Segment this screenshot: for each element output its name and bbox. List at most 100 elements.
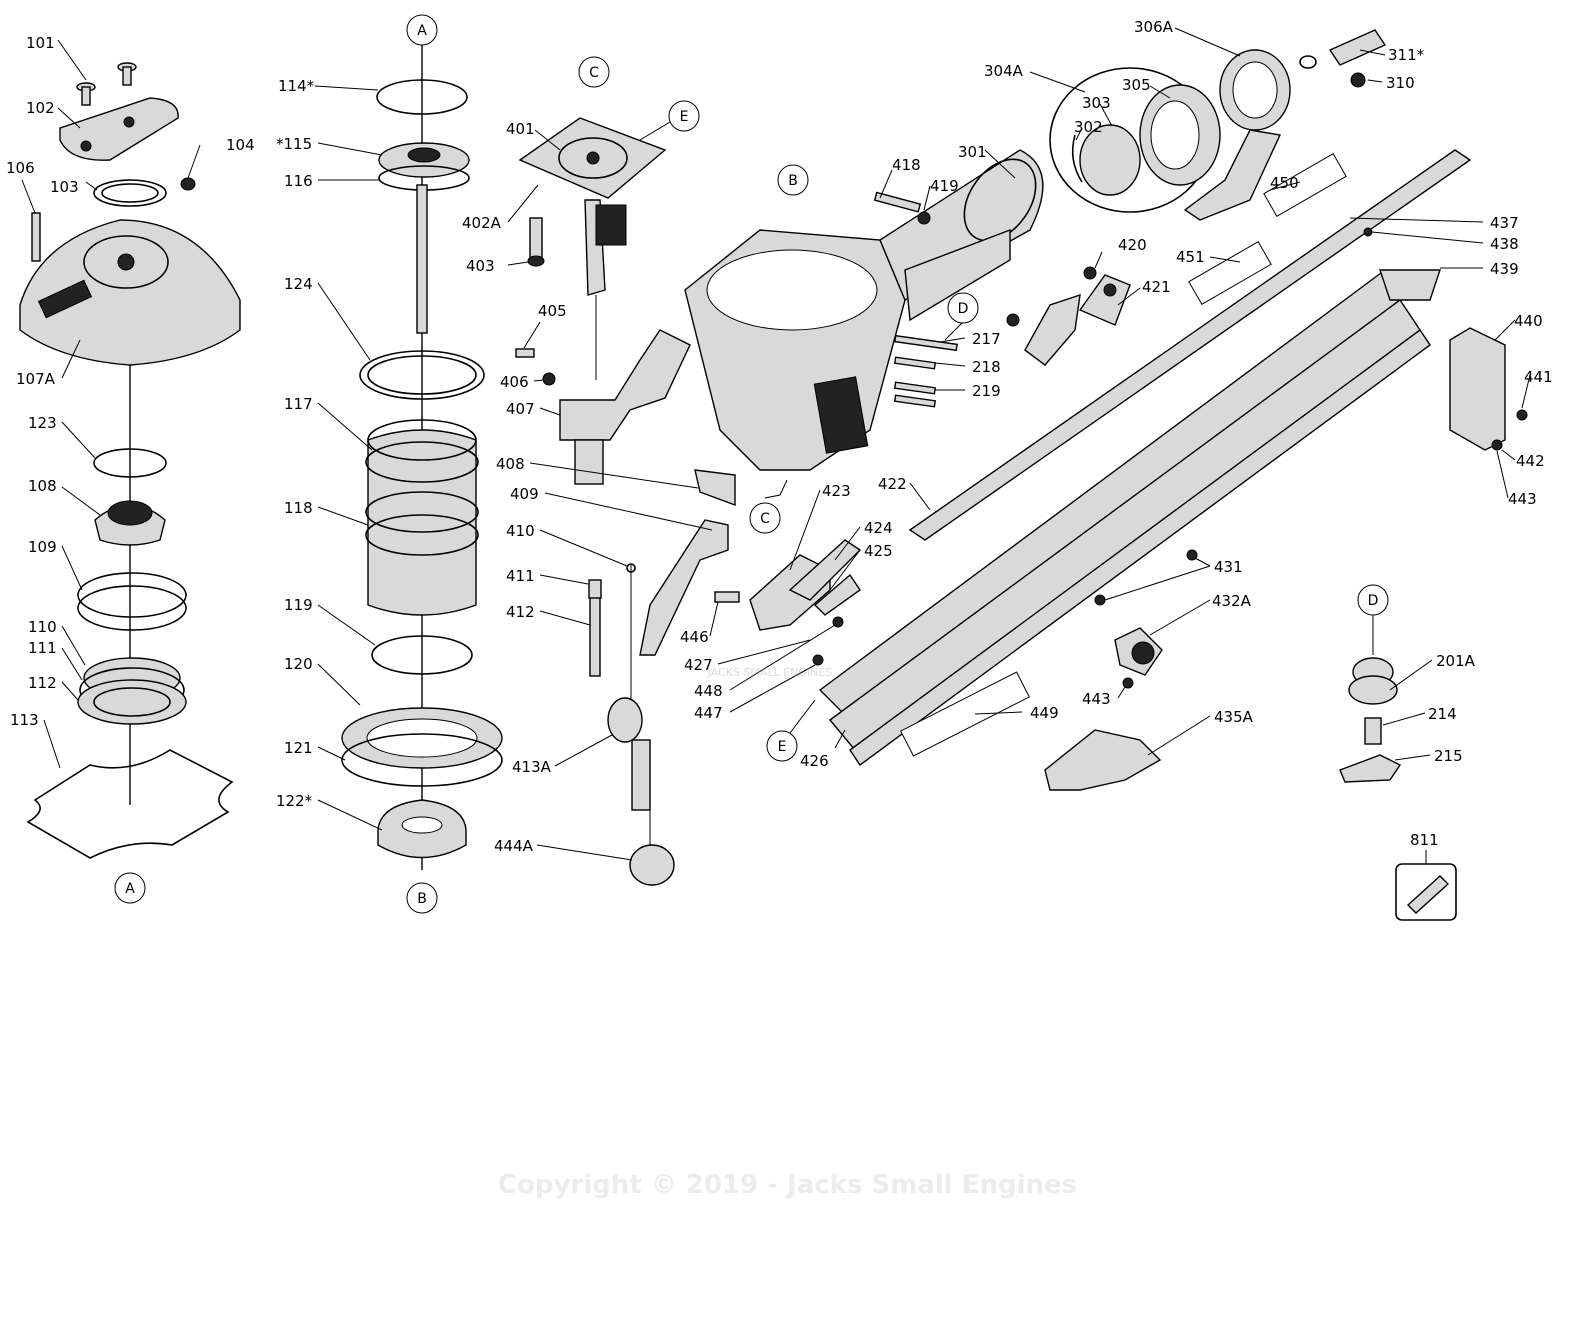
- leader-C-bottom: [764, 479, 788, 499]
- leader-102: [57, 107, 81, 129]
- label-301: 301: [958, 143, 987, 161]
- leader-301: [984, 149, 1016, 179]
- part-101-shank-a: [81, 86, 91, 106]
- watermark-logo: JACKS SMALL ENGINES: [707, 666, 833, 679]
- part-101-shank-b: [122, 66, 132, 86]
- label-425: 425: [864, 542, 893, 560]
- leader-119: [317, 604, 376, 646]
- watermark-text: JACKS SMALL ENGINES: [707, 666, 833, 679]
- part-425-pin: [813, 573, 861, 616]
- label-403: 403: [466, 257, 495, 275]
- label-110: 110: [28, 618, 57, 636]
- part-103-ring-inner: [101, 183, 159, 203]
- part-107A-logo-plate: [37, 279, 93, 319]
- leader-311: [1359, 49, 1386, 56]
- label-402A: 402A: [462, 214, 502, 232]
- label-123: 123: [28, 414, 57, 432]
- label-219: 219: [972, 382, 1001, 400]
- callout-B-top: B: [777, 164, 809, 196]
- label-406: 406: [500, 373, 529, 391]
- label-115: *115: [276, 135, 312, 153]
- part-418-screw: [873, 191, 922, 213]
- leader-122: [317, 799, 383, 831]
- label-119: 119: [284, 596, 313, 614]
- part-421-bracket-b: [1078, 274, 1131, 326]
- part-112-bore: [93, 687, 171, 717]
- part-403-head: [527, 255, 545, 267]
- label-424: 424: [864, 519, 893, 537]
- copyright-notice: Copyright © 2019 - Jacks Small Engines: [497, 1170, 1078, 1200]
- leader-123: [61, 421, 96, 459]
- leader-448: [729, 624, 836, 691]
- part-117-top-ring: [367, 419, 477, 461]
- housing-logo-badge: [813, 376, 869, 454]
- leader-402A: [507, 184, 539, 223]
- label-401: 401: [506, 120, 535, 138]
- leader-201A: [1389, 659, 1433, 691]
- label-423: 423: [822, 482, 851, 500]
- part-123-oring: [93, 448, 167, 478]
- part-117-groove: [365, 441, 479, 483]
- label-122: 122*: [276, 792, 313, 810]
- leader-304A: [1029, 71, 1086, 93]
- part-439-endcap: [1379, 269, 1441, 301]
- label-435A: 435A: [1214, 708, 1254, 726]
- label-432A: 432A: [1212, 592, 1252, 610]
- leader-120: [317, 663, 361, 706]
- label-104: 104: [226, 136, 255, 154]
- label-117: 117: [284, 395, 313, 413]
- part-449-label: [900, 671, 1030, 757]
- label-450: 450: [1270, 174, 1299, 192]
- part-422-rod: [908, 149, 1472, 541]
- leader-442: [1501, 449, 1516, 461]
- leader-447: [729, 664, 816, 713]
- leader-403: [507, 261, 529, 266]
- part-443-nut-b: [1122, 677, 1134, 689]
- part-124-ring-inner: [367, 355, 477, 395]
- label-441: 441: [1524, 368, 1553, 386]
- leader-E-bottom: [789, 699, 816, 734]
- driver-blade: [416, 184, 428, 334]
- label-405: 405: [538, 302, 567, 320]
- part-labels: 101 102 103 104 106 107A 123 108 109 110…: [6, 18, 1553, 855]
- leader-450: [1269, 181, 1301, 191]
- callout-D-top: D: [947, 292, 979, 324]
- leader-306A: [1174, 27, 1241, 57]
- leader-406: [533, 379, 544, 382]
- part-406-nut: [542, 372, 556, 386]
- label-442: 442: [1516, 452, 1545, 470]
- label-418: 418: [892, 156, 921, 174]
- part-405-pin: [515, 348, 535, 358]
- part-108-top: [107, 500, 153, 526]
- part-119-ring: [371, 635, 473, 675]
- leader-121: [317, 746, 346, 761]
- leader-401: [534, 129, 561, 151]
- part-201A-knob-bottom: [1348, 675, 1398, 705]
- part-124-ring: [359, 350, 485, 400]
- label-440: 440: [1514, 312, 1543, 330]
- part-118-cylinder: [367, 429, 477, 616]
- part-451-label: [1188, 241, 1272, 305]
- label-103: 103: [50, 178, 79, 196]
- part-219-pin-b: [893, 394, 937, 408]
- part-114-ring: [376, 79, 468, 115]
- callout-D-bottom: D: [1357, 584, 1389, 616]
- leader-104: [187, 144, 201, 179]
- leader-449: [974, 711, 1023, 715]
- leader-218: [934, 362, 966, 367]
- part-112-base: [77, 679, 187, 725]
- label-409: 409: [510, 485, 539, 503]
- leader-441: [1521, 374, 1531, 409]
- callout-B-top-text: B: [788, 173, 798, 189]
- callout-A-top: A: [406, 14, 438, 46]
- leader-409: [544, 492, 713, 531]
- leader-422: [909, 482, 931, 511]
- depth-adjust-group: [1339, 615, 1402, 783]
- housing-group: [684, 149, 1044, 471]
- part-420-nut-a: [1006, 313, 1020, 327]
- callout-E-top: E: [668, 100, 700, 132]
- part-311-washer: [1299, 55, 1317, 69]
- part-107A-center: [117, 253, 135, 271]
- leader-124: [317, 282, 371, 361]
- leader-E-top: [639, 121, 671, 141]
